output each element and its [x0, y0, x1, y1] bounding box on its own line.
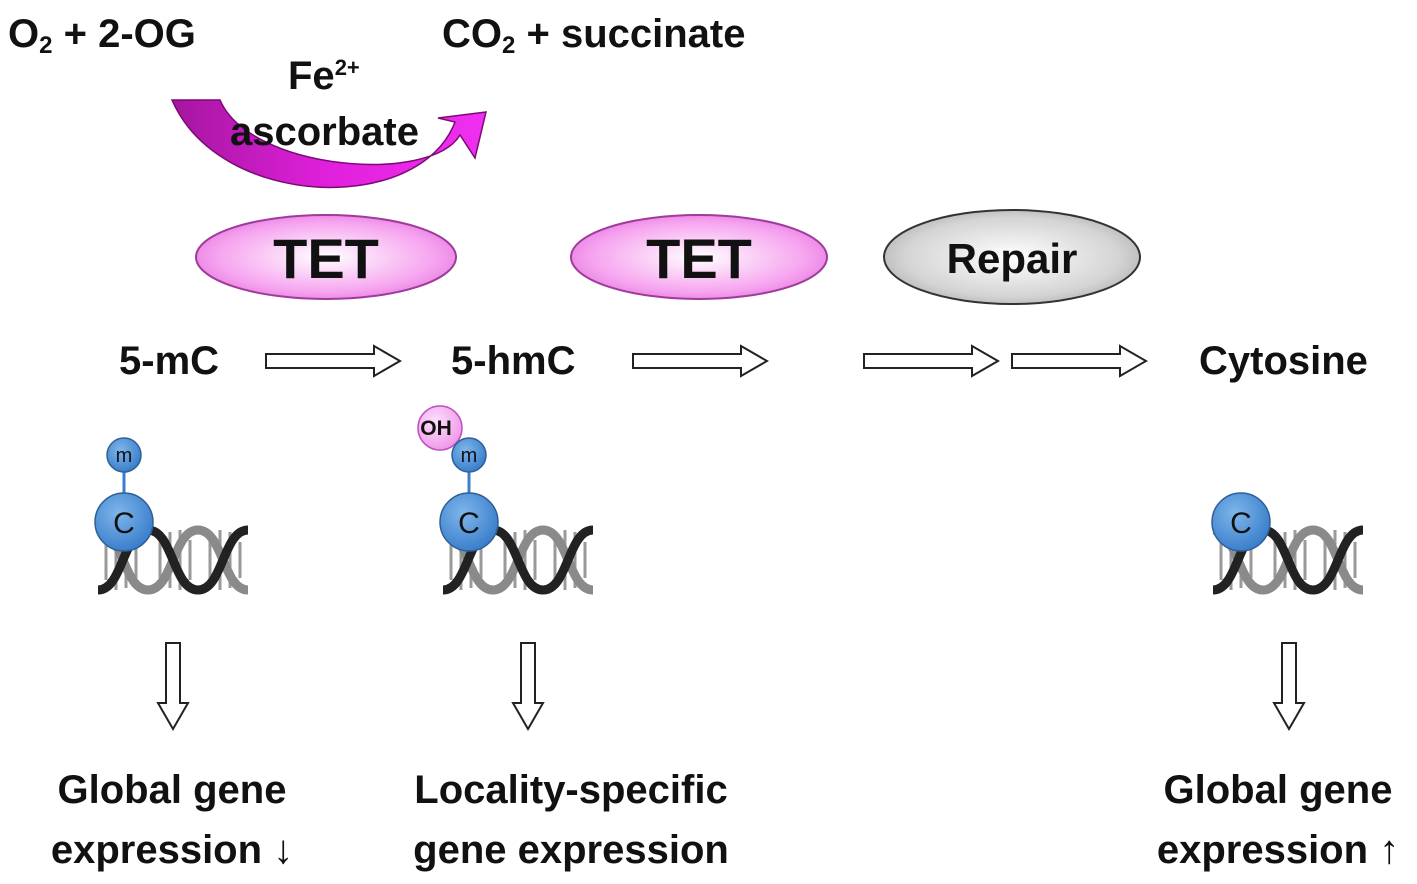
- hydroxyl-bead: [417, 405, 463, 451]
- ascorbate-label: ascorbate: [230, 110, 419, 154]
- block-arrow-right-icon: [265, 345, 401, 377]
- methyl-bead-label: m: [461, 445, 478, 467]
- outcome-5hmc-line2: gene expression: [413, 828, 729, 872]
- cytosine-bead: [94, 492, 154, 552]
- reaction-substrates: O2 + 2-OG: [8, 14, 196, 58]
- cytosine-bead-label: C: [1230, 507, 1252, 540]
- state-5hmc: 5-hmC: [451, 339, 576, 383]
- repair-label: Repair: [946, 235, 1078, 282]
- outcome-cytosine-line1: Global gene: [1163, 768, 1393, 812]
- outcome-cytosine-line2: expression ↑: [1156, 828, 1400, 872]
- outcome-5mc-line1: Global gene: [57, 768, 287, 812]
- repair-enzyme: [883, 209, 1141, 305]
- methyl-bead: [451, 437, 487, 473]
- cytosine-bead: [439, 492, 499, 552]
- block-arrow-down-icon: [157, 642, 189, 730]
- tet-enzyme-2: [570, 214, 828, 300]
- tet-label-1: TET: [273, 227, 379, 290]
- o2-label: O: [8, 12, 40, 56]
- reaction-products: CO2 + succinate: [442, 14, 745, 58]
- methyl-bead-label: m: [116, 445, 133, 467]
- state-5mc: 5-mC: [119, 339, 220, 383]
- fe-superscript: 2+: [334, 55, 360, 80]
- outcome-cytosine: Global gene expression ↑: [1157, 760, 1399, 880]
- hydroxyl-bead-label: OH: [420, 417, 452, 440]
- co2-subscript: 2: [502, 32, 516, 59]
- curved-arrow-icon: [170, 99, 487, 189]
- methyl-bead: [106, 437, 142, 473]
- tet-label-2: TET: [646, 227, 752, 290]
- block-arrow-right-icon: [1011, 345, 1147, 377]
- tet-enzyme-1: [195, 214, 457, 300]
- block-arrow-down-icon: [1273, 642, 1305, 730]
- product-rest: + succinate: [515, 12, 746, 56]
- state-cytosine: Cytosine: [1199, 339, 1368, 383]
- cytosine-bead-label: C: [113, 507, 135, 540]
- cytosine-bead-label: C: [458, 507, 480, 540]
- block-arrow-down-icon: [512, 642, 544, 730]
- co2-label: CO: [442, 12, 502, 56]
- fe-label: Fe: [288, 54, 335, 98]
- o2-subscript: 2: [39, 32, 53, 59]
- outcome-5mc: Global gene expression ↓: [51, 760, 293, 880]
- outcome-5hmc-line1: Locality-specific: [414, 768, 728, 812]
- block-arrow-right-icon: [632, 345, 768, 377]
- outcome-5mc-line2: expression ↓: [50, 828, 294, 872]
- iron-cofactor: Fe2+: [288, 56, 360, 96]
- cytosine-bead: [1211, 492, 1271, 552]
- block-arrow-right-icon: [863, 345, 999, 377]
- substrate-rest: + 2-OG: [52, 12, 196, 56]
- outcome-5hmc: Locality-specific gene expression: [413, 760, 729, 880]
